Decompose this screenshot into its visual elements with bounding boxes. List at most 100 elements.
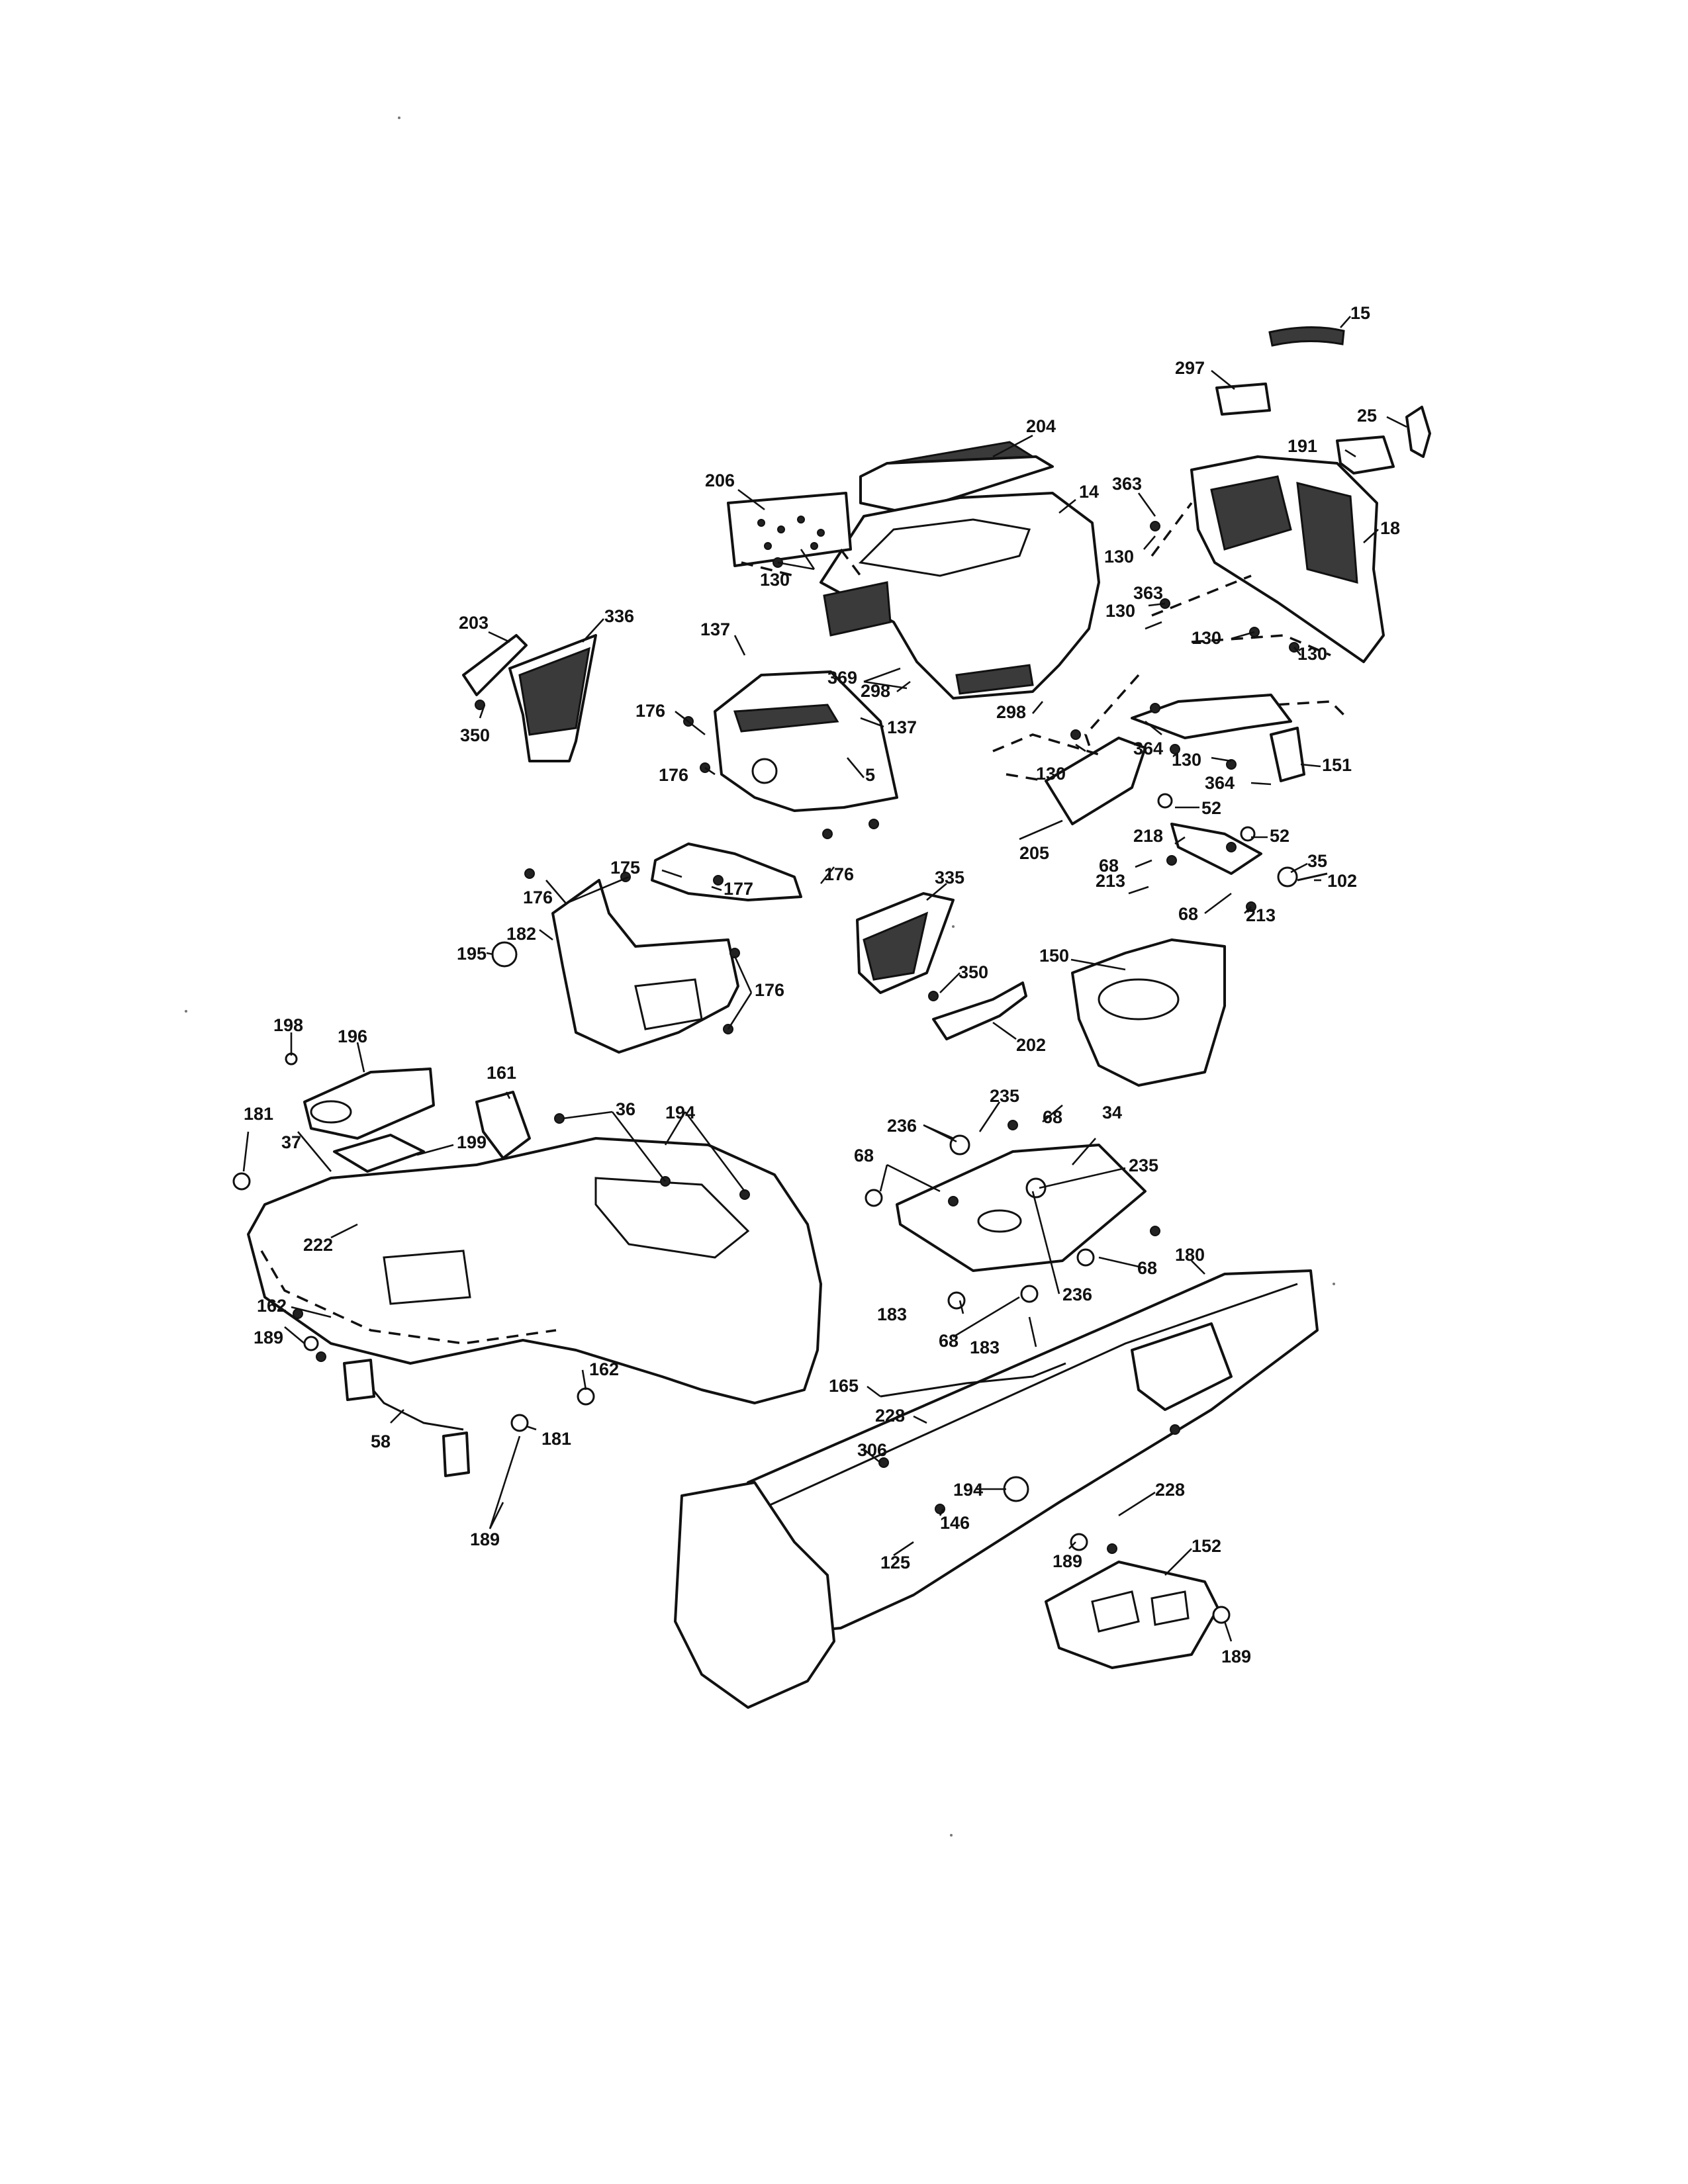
callout-213-lower: 213 — [1246, 905, 1276, 925]
callout-298-left: 298 — [861, 681, 890, 701]
part-18-grille-mesh-a — [1210, 475, 1292, 551]
part-34-plate-hole — [977, 1209, 1022, 1233]
callout-204: 204 — [1026, 416, 1056, 436]
callout-177: 177 — [724, 879, 753, 899]
callout-306: 306 — [857, 1440, 887, 1460]
callout-102: 102 — [1327, 871, 1357, 891]
callout-189-mid: 189 — [1053, 1551, 1082, 1571]
callout-297: 297 — [1175, 358, 1205, 378]
callout-162-left: 162 — [257, 1296, 287, 1316]
callout-68-right-upper: 68 — [1043, 1107, 1062, 1127]
part-335-mesh — [863, 911, 929, 981]
hardware-bolts — [232, 793, 1256, 1624]
callout-130-right-b: 130 — [1297, 644, 1327, 664]
part-152-skid-plate — [1045, 1561, 1219, 1669]
callout-37: 37 — [281, 1132, 301, 1152]
callout-205: 205 — [1019, 843, 1049, 863]
callout-36: 36 — [616, 1099, 635, 1119]
callout-203: 203 — [459, 613, 489, 633]
callout-183-upper: 183 — [877, 1304, 907, 1324]
part-191-emblem — [1336, 435, 1395, 475]
callout-68-left: 68 — [854, 1146, 874, 1165]
callout-137-lower: 137 — [887, 717, 917, 737]
callout-68-right-lower: 68 — [1137, 1258, 1157, 1278]
part-336-grille-mesh — [518, 647, 590, 736]
callout-18: 18 — [1380, 518, 1400, 538]
callout-130-bracket: 130 — [1172, 750, 1201, 770]
part-rear-hitch — [1131, 1322, 1233, 1411]
callout-194-lower: 194 — [953, 1480, 983, 1500]
part-196-seat-hole — [310, 1100, 352, 1124]
callout-25: 25 — [1357, 406, 1377, 426]
callout-198: 198 — [273, 1015, 303, 1035]
callout-14: 14 — [1079, 482, 1099, 502]
part-151-bracket — [1270, 727, 1305, 782]
callout-364-upper: 364 — [1133, 739, 1163, 758]
part-5-dash-slots — [733, 704, 839, 733]
part-150-tower-opening — [1098, 978, 1180, 1021]
callout-176-right: 176 — [824, 864, 854, 884]
callout-161: 161 — [487, 1063, 516, 1083]
callout-236-lower: 236 — [1062, 1285, 1092, 1304]
callout-68-upper: 68 — [1099, 856, 1119, 876]
part-195-bushing — [491, 941, 518, 968]
callout-58: 58 — [371, 1432, 391, 1451]
callout-189-left: 189 — [254, 1328, 283, 1347]
callout-350-upper: 350 — [460, 725, 490, 745]
callout-236-upper: 236 — [887, 1116, 917, 1136]
callout-202: 202 — [1016, 1035, 1046, 1055]
callout-189-bottom: 189 — [470, 1529, 500, 1549]
callout-228-lower: 228 — [1155, 1480, 1185, 1500]
callout-130-mid: 130 — [1105, 601, 1135, 621]
callout-165: 165 — [829, 1376, 859, 1396]
part-152-skid-slots — [1091, 1590, 1190, 1633]
callout-130-upper-right: 130 — [1104, 547, 1134, 567]
callout-363-upper: 363 — [1112, 474, 1142, 494]
part-34-steering-plate — [896, 1144, 1147, 1272]
part-37-fender — [247, 1137, 822, 1404]
callout-191: 191 — [1288, 436, 1317, 456]
callout-336: 336 — [604, 606, 634, 626]
part-14-hood — [820, 492, 1100, 700]
part-37-battery-opening — [383, 1250, 471, 1305]
part-150-steering-tower — [1071, 938, 1226, 1087]
callout-52-lower: 52 — [1270, 826, 1289, 846]
callout-181-upper: 181 — [244, 1104, 273, 1124]
part-18-grille-mesh-b — [1296, 482, 1358, 584]
callout-196: 196 — [338, 1026, 367, 1046]
callout-176-left: 176 — [523, 887, 553, 907]
part-196-seat-pan — [303, 1068, 435, 1140]
callout-235-upper: 235 — [990, 1086, 1019, 1106]
callout-176-mid: 176 — [659, 765, 688, 785]
callout-350-lower: 350 — [959, 962, 988, 982]
callout-189-right: 189 — [1221, 1647, 1251, 1666]
callout-364-lower: 364 — [1205, 773, 1235, 793]
callout-5: 5 — [865, 765, 875, 785]
callout-130-right-a: 130 — [1192, 628, 1221, 648]
callout-218: 218 — [1133, 826, 1163, 846]
part-180-frame-rail — [761, 1283, 1298, 1510]
callout-68-bottom: 68 — [939, 1331, 959, 1351]
part-102-spring — [1297, 872, 1328, 882]
part-165-rod — [880, 1362, 1066, 1398]
callout-298-right: 298 — [996, 702, 1026, 722]
callout-199: 199 — [457, 1132, 487, 1152]
callout-195: 195 — [457, 944, 487, 964]
scan-specks — [185, 116, 1335, 1837]
part-202-bracket — [932, 981, 1027, 1040]
callout-182: 182 — [506, 924, 536, 944]
callout-176-bottom: 176 — [755, 980, 784, 1000]
part-58-bracket-left — [343, 1359, 375, 1401]
callout-181-lower: 181 — [541, 1429, 571, 1449]
callout-183-lower: 183 — [970, 1338, 1000, 1357]
callout-35: 35 — [1307, 851, 1327, 871]
part-hood-side-vents — [823, 581, 892, 637]
part-206-decal-panel — [727, 492, 852, 567]
callout-151: 151 — [1322, 755, 1352, 775]
callout-235-lower: 235 — [1129, 1156, 1158, 1175]
callout-206: 206 — [705, 471, 735, 490]
part-hood-frame — [859, 455, 1054, 514]
callout-363-lower: 363 — [1133, 583, 1163, 603]
callout-152: 152 — [1192, 1536, 1221, 1556]
